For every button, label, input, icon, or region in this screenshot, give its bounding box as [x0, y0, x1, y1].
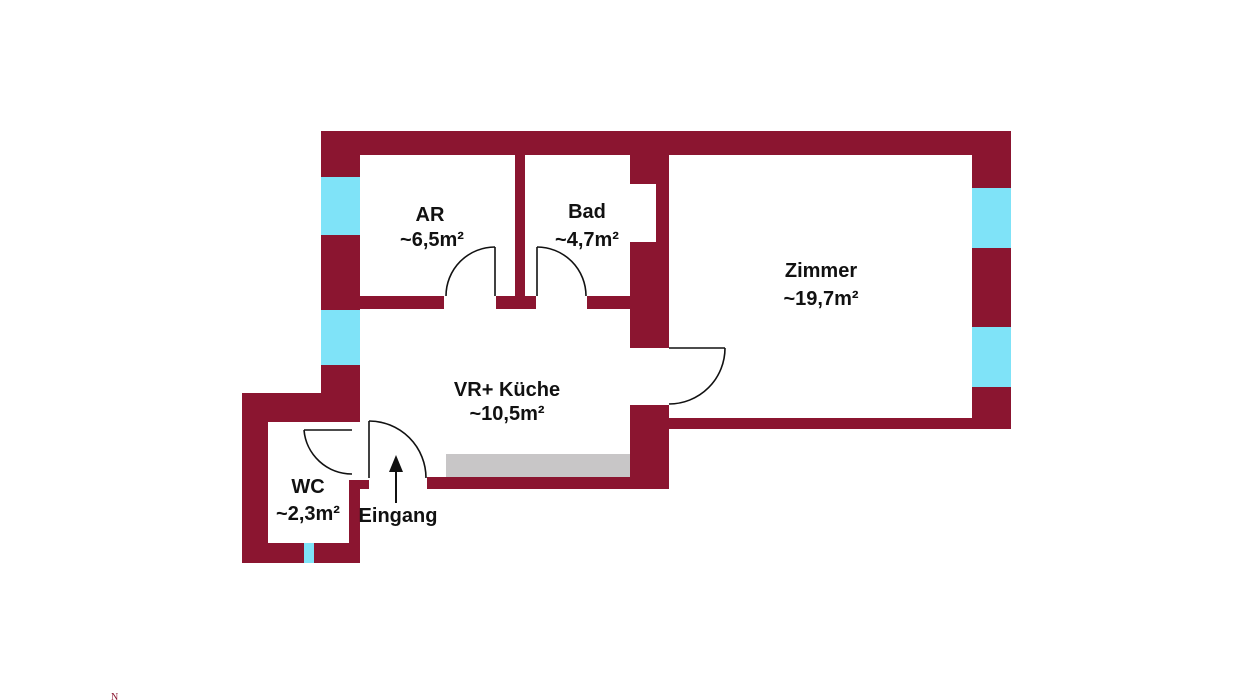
wall-ar-bad-divider [515, 131, 525, 309]
wall-mid-stub [496, 296, 536, 309]
wall-ar-bottom [360, 296, 444, 309]
wall-wc-bottom [242, 543, 360, 563]
windows [304, 177, 1011, 563]
room-zimmer-area: ~19,7m² [783, 288, 858, 310]
door-ar[interactable] [445, 246, 496, 297]
bad-niche [630, 184, 656, 242]
room-bad-area: ~4,7m² [555, 229, 619, 251]
wall-kitchen-zimmer-lower [630, 405, 669, 489]
wall-entry-jamb [349, 480, 369, 489]
room-vr-kueche-name: VR+ Küche [454, 379, 560, 401]
wall-bad-zimmer-lower [630, 242, 669, 348]
window-vr [321, 310, 360, 365]
kitchen-door-gap [630, 348, 669, 405]
door-bad[interactable] [536, 246, 587, 297]
wall-wc-left [242, 393, 268, 563]
walls [242, 131, 1011, 563]
kitchen-counter [446, 454, 630, 477]
wall-wc-right [349, 480, 360, 563]
wall-kitchen-bottom [427, 477, 669, 489]
window-zimmer-lower [972, 327, 1011, 387]
room-zimmer-name: Zimmer [785, 260, 857, 282]
room-ar-area: ~6,5m² [400, 229, 464, 251]
window-wc [304, 543, 314, 563]
room-vr-kueche-area: ~10,5m² [469, 403, 544, 425]
window-zimmer-upper [972, 188, 1011, 248]
arrow-up-icon [389, 455, 403, 503]
north-marker: N [111, 692, 118, 700]
wall-bad-bottom [587, 296, 630, 309]
window-ar [321, 177, 360, 235]
room-ar-name: AR [416, 204, 445, 226]
door-wc[interactable] [303, 429, 353, 475]
doors [303, 246, 726, 479]
room-bad-name: Bad [568, 201, 606, 223]
room-wc-name: WC [291, 476, 324, 498]
door-zimmer[interactable] [668, 347, 726, 405]
room-wc-area: ~2,3m² [276, 503, 340, 525]
entrance-label: Eingang [359, 505, 438, 527]
door-entrance[interactable] [368, 420, 427, 479]
wall-zimmer-bottom [631, 418, 1011, 429]
